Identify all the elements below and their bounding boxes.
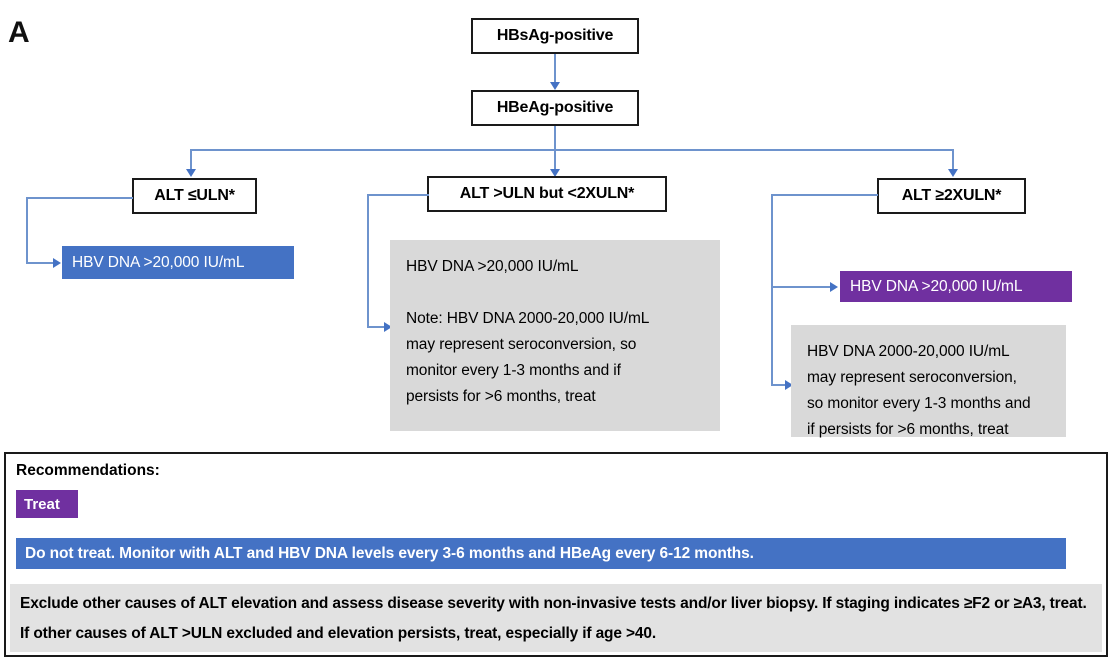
- note-right-branch: HBV DNA 2000-20,000 IU/mL may represent …: [791, 325, 1066, 438]
- connector-mid-elbow-bottom: [367, 326, 386, 328]
- result-left-hbv-dna: HBV DNA >20,000 IU/mL: [62, 246, 294, 279]
- connector-left-elbow-vertical: [26, 197, 28, 263]
- arrow-drop-middle-icon: [550, 169, 560, 177]
- connector-split-rail: [190, 149, 954, 151]
- connector-mid-elbow-top: [367, 194, 429, 196]
- connector-hbsag-to-hbeag: [554, 54, 556, 84]
- node-hbeag-positive: HBeAg-positive: [471, 90, 639, 126]
- connector-left-elbow-bottom: [26, 262, 55, 264]
- connector-drop-right: [952, 149, 954, 171]
- note-middle-branch: HBV DNA >20,000 IU/mL Note: HBV DNA 2000…: [390, 240, 720, 431]
- recommendations-footnote: Exclude other causes of ALT elevation an…: [10, 584, 1102, 652]
- connector-drop-left: [190, 149, 192, 171]
- arrow-mid-to-note-icon: [384, 322, 392, 332]
- arrow-right-to-result-icon: [830, 282, 838, 292]
- legend-treat: Treat: [16, 490, 78, 518]
- recommendations-panel: Recommendations: Treat Do not treat. Mon…: [4, 452, 1108, 657]
- panel-label: A: [8, 16, 30, 49]
- connector-mid-elbow-vertical: [367, 194, 369, 327]
- connector-right-elbow-top: [771, 194, 878, 196]
- result-right-hbv-dna: HBV DNA >20,000 IU/mL: [840, 271, 1072, 302]
- connector-right-trunk: [771, 194, 773, 385]
- node-alt-less-equal-uln: ALT ≤ULN*: [132, 178, 257, 214]
- arrow-left-to-result-icon: [53, 258, 61, 268]
- connector-right-to-note: [771, 384, 787, 386]
- node-alt-greater-uln-less-2xuln: ALT >ULN but <2XULN*: [427, 176, 667, 212]
- connector-split-trunk: [554, 126, 556, 150]
- connector-left-elbow-top: [26, 197, 133, 199]
- arrow-drop-right-icon: [948, 169, 958, 177]
- connector-right-to-purple: [771, 286, 832, 288]
- node-alt-greater-equal-2xuln: ALT ≥2XULN*: [877, 178, 1026, 214]
- arrow-right-to-note-icon: [785, 380, 793, 390]
- legend-do-not-treat: Do not treat. Monitor with ALT and HBV D…: [16, 538, 1066, 569]
- arrow-hbsag-to-hbeag-icon: [550, 82, 560, 90]
- connector-drop-middle: [554, 149, 556, 171]
- node-hbsag-positive: HBsAg-positive: [471, 18, 639, 54]
- arrow-drop-left-icon: [186, 169, 196, 177]
- recommendations-title: Recommendations:: [16, 462, 160, 479]
